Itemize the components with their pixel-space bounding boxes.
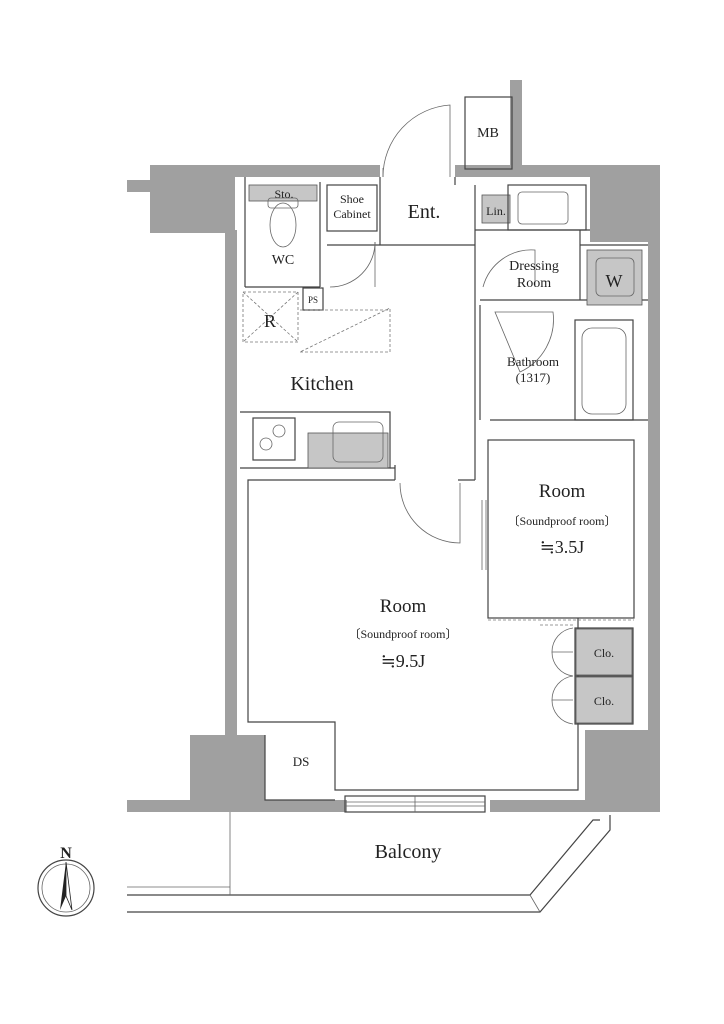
label-room-main-size: ≒9.5J bbox=[381, 651, 426, 671]
label-room-main: Room bbox=[380, 596, 427, 617]
label-entrance: Ent. bbox=[408, 201, 441, 223]
compass bbox=[37, 859, 95, 917]
label-dressing-room-line2: Room bbox=[517, 276, 551, 291]
label-wc: WC bbox=[272, 253, 295, 268]
label-storage: Sto. bbox=[274, 187, 293, 201]
label-closet-1: Clo. bbox=[594, 646, 614, 660]
label-dressing-room-line1: Dressing bbox=[509, 259, 559, 274]
label-kitchen: Kitchen bbox=[290, 373, 353, 395]
label-room-small-note: 〔Soundproof room〕 bbox=[508, 514, 617, 528]
label-room-small: Room bbox=[539, 481, 586, 502]
label-shoe-cabinet-line1: Shoe bbox=[340, 192, 364, 206]
label-room-main-note: 〔Soundproof room〕 bbox=[349, 627, 458, 641]
interior-walls bbox=[240, 96, 648, 801]
label-closet-2: Clo. bbox=[594, 694, 614, 708]
balcony-outline bbox=[127, 812, 611, 913]
exterior-walls bbox=[127, 80, 660, 812]
label-linen: Lin. bbox=[486, 204, 506, 218]
label-room-small-size: ≒3.5J bbox=[540, 537, 585, 557]
compass-north-label: N bbox=[60, 845, 72, 862]
label-balcony: Balcony bbox=[375, 841, 442, 863]
label-bathroom-line2: (1317) bbox=[516, 370, 551, 385]
label-pipe-space: PS bbox=[308, 295, 318, 305]
doors bbox=[329, 104, 634, 725]
label-washer: W bbox=[606, 271, 623, 291]
label-duct-space: DS bbox=[293, 754, 310, 769]
label-bathroom-line1: Bathroom bbox=[507, 354, 559, 369]
label-shoe-cabinet-line2: Cabinet bbox=[333, 207, 371, 221]
label-meter-box: MB bbox=[477, 126, 499, 141]
label-refrigerator: R bbox=[264, 311, 276, 331]
fixtures bbox=[242, 184, 643, 813]
